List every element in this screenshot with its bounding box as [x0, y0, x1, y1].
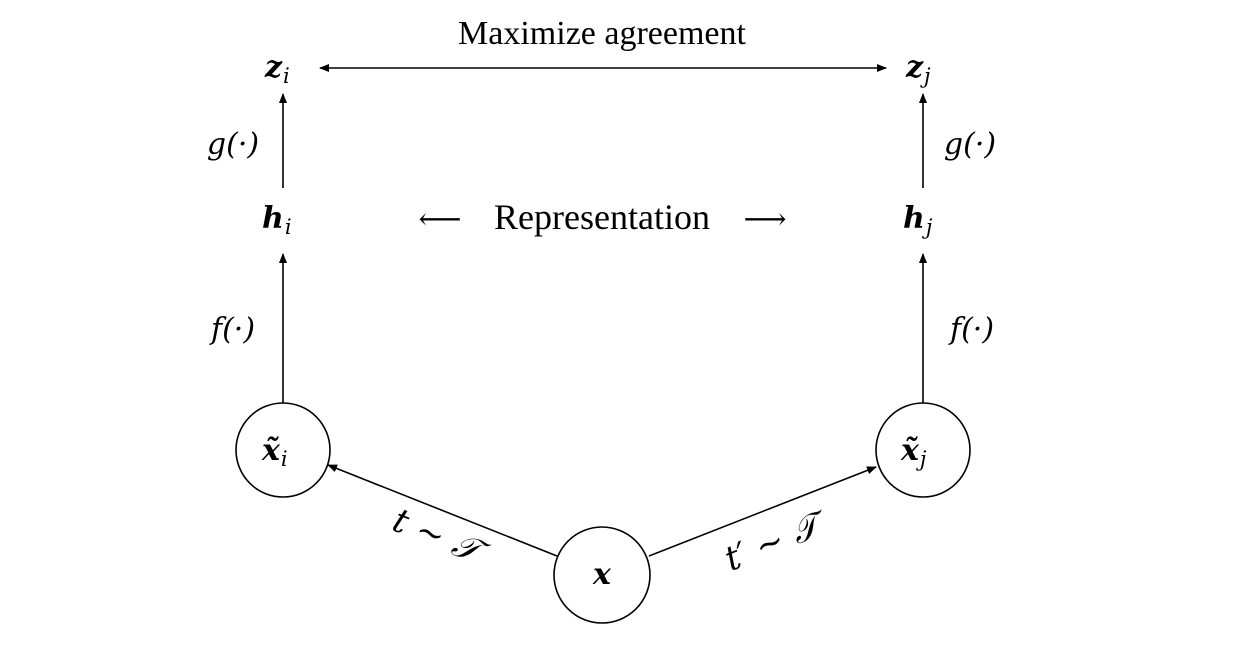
g-left-label: g(·)	[207, 127, 259, 162]
x-label: x	[592, 557, 612, 592]
z-j-label: zj	[905, 50, 931, 88]
t-left-label: t ∼ 𝒯	[387, 500, 494, 574]
augment-right-arrow	[648, 466, 877, 557]
h-i-label: hi	[262, 201, 292, 239]
maximize-agreement-label: Maximize agreement	[458, 15, 746, 52]
x-node	[553, 526, 651, 624]
x-tilde-i-node	[235, 402, 331, 498]
representation-right-arrow: ⟶	[743, 202, 786, 237]
representation-label: Representation	[494, 197, 710, 237]
augment-left-arrow	[327, 464, 558, 557]
h-j-label: hj	[903, 201, 933, 239]
z-i-label: zi	[264, 50, 290, 88]
representation-left-arrow: ⟵	[418, 202, 461, 237]
x-tilde-i-label: x̃i	[261, 433, 288, 471]
x-tilde-j-label: x̃j	[900, 433, 927, 471]
g-right-label: g(·)	[944, 127, 996, 162]
x-tilde-j-node	[875, 402, 971, 498]
f-right-label: f(·)	[948, 312, 994, 347]
t-right-label: t′ ∼ 𝒯	[719, 502, 834, 579]
f-left-label: f(·)	[209, 312, 255, 347]
